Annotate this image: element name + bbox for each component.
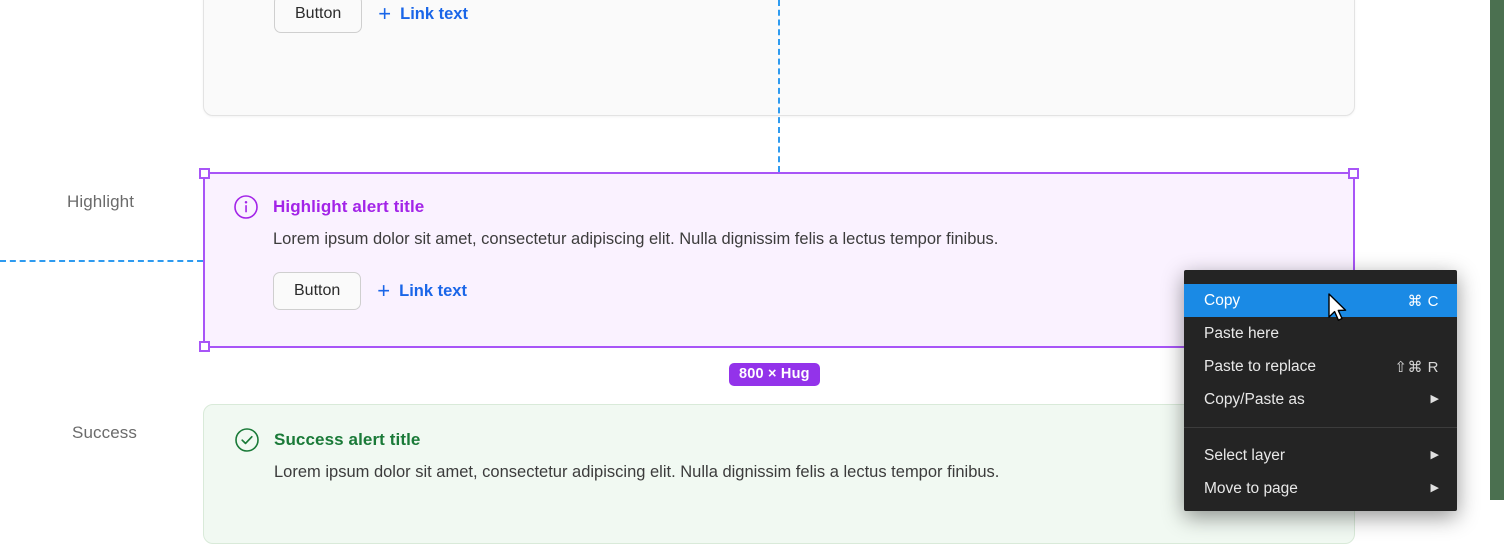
context-menu-item-select-layer[interactable]: Select layer ▶ xyxy=(1184,439,1457,472)
context-menu-item-shortcut: ⇧⌘ R xyxy=(1394,358,1439,376)
context-menu-item-label: Copy/Paste as xyxy=(1204,390,1305,408)
link-default[interactable]: + Link text xyxy=(378,3,468,25)
context-menu-separator xyxy=(1184,427,1457,428)
adjacent-artboard-strip xyxy=(1490,0,1504,500)
alert-card-highlight[interactable]: Highlight alert title Lorem ipsum dolor … xyxy=(203,172,1355,348)
info-circle-icon xyxy=(234,195,258,219)
context-menu-item-move-to-page[interactable]: Move to page ▶ xyxy=(1184,472,1457,505)
alert-header-highlight: Highlight alert title xyxy=(233,194,1325,220)
link-highlight[interactable]: + Link text xyxy=(377,280,467,302)
context-menu-item-shortcut: ⌘ C xyxy=(1407,292,1439,310)
alignment-guide-horizontal xyxy=(0,260,203,262)
submenu-arrow-icon: ▶ xyxy=(1430,482,1439,494)
context-menu-item-paste-to-replace[interactable]: Paste to replace ⇧⌘ R xyxy=(1184,350,1457,383)
plus-icon: + xyxy=(377,278,391,304)
context-menu-item-label: Paste to replace xyxy=(1204,357,1317,375)
context-menu-item-label: Move to page xyxy=(1204,479,1298,497)
alert-header-success: Success alert title xyxy=(234,427,1324,453)
alert-body-success: Lorem ipsum dolor sit amet, consectetur … xyxy=(274,463,1000,481)
context-menu-item-copy[interactable]: Copy ⌘ C xyxy=(1184,284,1457,317)
context-menu-item-label: Select layer xyxy=(1204,446,1285,464)
alert-actions: Button + Link text xyxy=(274,0,1324,33)
context-menu-item-label: Copy xyxy=(1204,291,1241,309)
alert-actions-highlight: Button + Link text xyxy=(273,272,1325,310)
context-menu-item-copy-paste-as[interactable]: Copy/Paste as ▶ xyxy=(1184,383,1457,416)
alert-body-highlight: Lorem ipsum dolor sit amet, consectetur … xyxy=(273,230,999,248)
plus-icon: + xyxy=(378,1,392,27)
button-highlight[interactable]: Button xyxy=(273,272,362,310)
alignment-guide-vertical xyxy=(778,0,780,172)
alert-title-highlight: Highlight alert title xyxy=(273,197,425,216)
link-label-highlight: Link text xyxy=(399,281,467,300)
row-label-highlight: Highlight xyxy=(67,192,135,211)
submenu-arrow-icon: ▶ xyxy=(1430,393,1439,405)
alert-card-success[interactable]: Success alert title Lorem ipsum dolor si… xyxy=(203,404,1355,544)
context-menu-item-label: Paste here xyxy=(1204,324,1279,342)
submenu-arrow-icon: ▶ xyxy=(1430,449,1439,461)
size-badge: 800 × Hug xyxy=(729,363,820,386)
alert-title-success: Success alert title xyxy=(274,430,421,449)
link-label: Link text xyxy=(400,4,468,23)
context-menu-item-paste-here[interactable]: Paste here xyxy=(1184,317,1457,350)
row-label-success: Success xyxy=(72,423,137,442)
check-circle-icon xyxy=(235,428,259,452)
button-default[interactable]: Button xyxy=(274,0,363,33)
